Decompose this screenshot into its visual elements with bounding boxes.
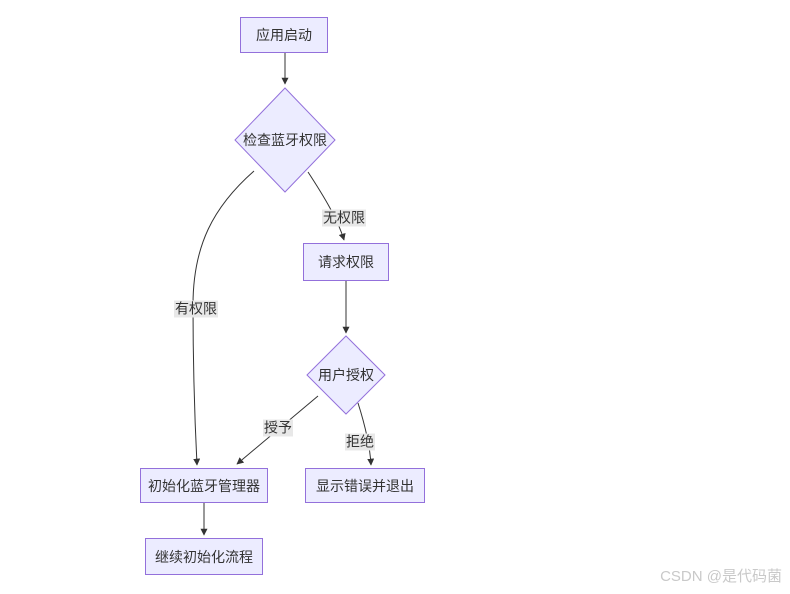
decision-user-authorization-shape — [306, 335, 386, 415]
node-show-error-exit-label: 显示错误并退出 — [316, 477, 414, 494]
edge-label-denied: 拒绝 — [345, 433, 375, 451]
edge-label-has-permission: 有权限 — [174, 300, 218, 318]
node-request-permission: 请求权限 — [303, 243, 389, 281]
edge-label-no-permission: 无权限 — [322, 209, 366, 227]
decision-check-bluetooth-permission-label: 检查蓝牙权限 — [243, 132, 327, 148]
node-app-start-label: 应用启动 — [256, 27, 312, 43]
node-init-bluetooth-manager: 初始化蓝牙管理器 — [140, 468, 268, 503]
edge-label-granted: 授予 — [263, 419, 293, 437]
node-continue-init-flow: 继续初始化流程 — [145, 538, 263, 575]
node-show-error-exit: 显示错误并退出 — [305, 468, 425, 503]
node-request-permission-label: 请求权限 — [318, 254, 374, 270]
node-init-bluetooth-manager-label: 初始化蓝牙管理器 — [148, 477, 260, 494]
node-continue-init-flow-label: 继续初始化流程 — [155, 548, 253, 565]
watermark-text: CSDN @是代码菌 — [660, 568, 782, 585]
decision-user-authorization-label: 用户授权 — [318, 367, 374, 383]
edge-check-permission-to-init-manager — [192, 170, 255, 466]
node-app-start: 应用启动 — [240, 17, 328, 53]
edge-check-permission-to-request-permission — [307, 171, 346, 241]
decision-check-bluetooth-permission-shape — [234, 87, 336, 193]
